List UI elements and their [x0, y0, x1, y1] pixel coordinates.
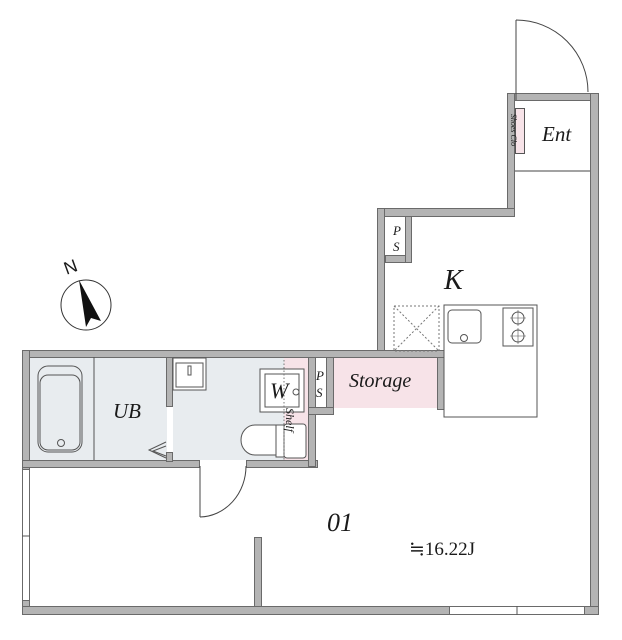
compass-icon [60, 279, 112, 331]
entrance-label: Ent [542, 122, 572, 146]
unit-bath-label: UB [113, 399, 141, 423]
storage-area [334, 358, 438, 408]
pipe-space-lower-p: P [316, 368, 324, 383]
toilet [240, 423, 307, 459]
wall [22, 460, 200, 468]
entrance-door[interactable] [515, 19, 590, 172]
pipe-space-upper-p: P [393, 223, 401, 238]
shelf-label: Shelf [283, 408, 297, 432]
shoes-closet-label: Shoes Clo [509, 113, 519, 147]
bathtub [37, 357, 95, 460]
kitchen-label: K [444, 265, 463, 296]
pipe-space-upper-s: S [393, 239, 400, 254]
refrigerator-space [393, 305, 440, 352]
washer-label: W [270, 378, 289, 403]
wall [22, 606, 450, 615]
wall [584, 606, 599, 615]
window [22, 470, 30, 607]
wall [246, 460, 318, 468]
wall [22, 350, 30, 470]
wall [254, 537, 262, 607]
washroom-door[interactable] [199, 465, 247, 518]
floor-area-label: ≒16.22J [409, 539, 476, 560]
storage-label: Storage [349, 370, 412, 392]
washbasin [172, 357, 207, 391]
wall [405, 216, 412, 263]
wall [308, 407, 334, 415]
pipe-space-lower-s: S [316, 385, 323, 400]
sliding-window [450, 606, 590, 615]
unit-bath-area [30, 357, 167, 460]
bath-folding-door[interactable] [147, 441, 167, 459]
unit-number-label: 01 [327, 508, 353, 537]
washer-pan [259, 368, 305, 413]
kitchen-counter [443, 304, 538, 418]
shoes-closet [515, 108, 525, 154]
wall [166, 452, 173, 462]
